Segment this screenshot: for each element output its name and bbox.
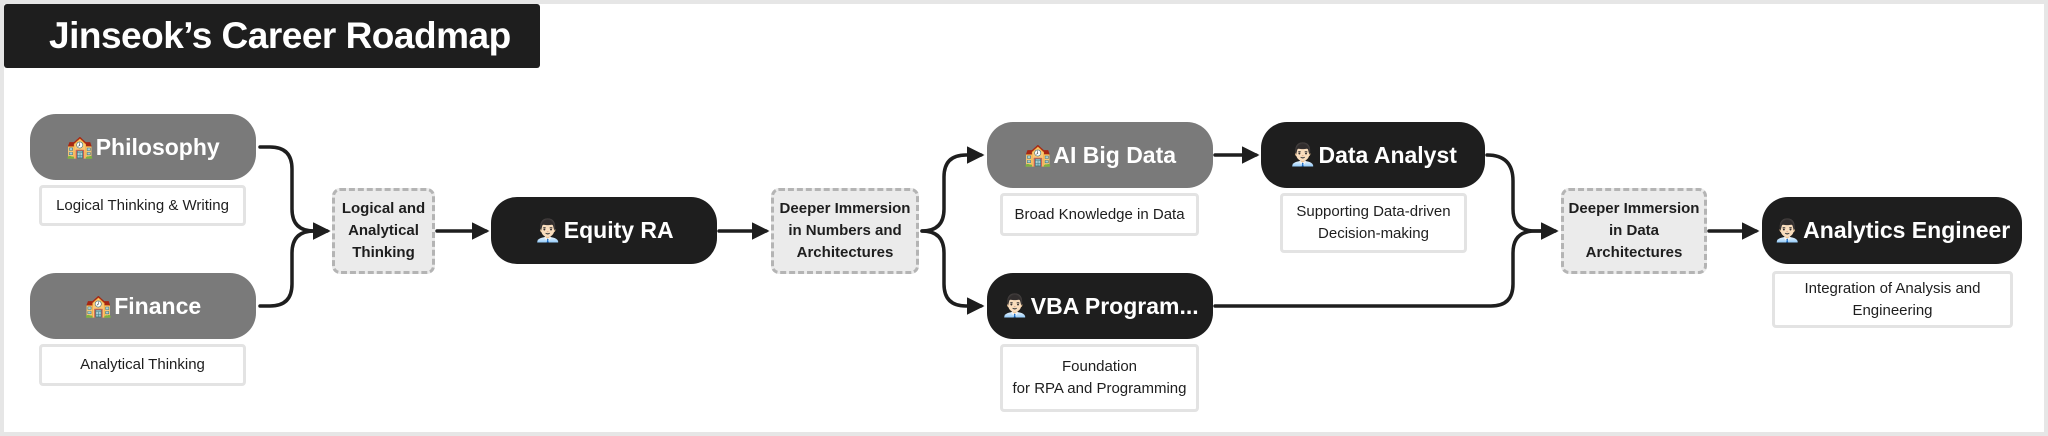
node-label: VBA Program...: [1030, 292, 1199, 319]
school-icon: 🏫: [84, 293, 113, 318]
node-label: Finance: [114, 292, 202, 319]
node-analytics-engineer[interactable]: 👨🏻‍💼 Analytics Engineer: [1762, 197, 2022, 264]
node-label: AI Big Data: [1053, 141, 1177, 168]
node-finance[interactable]: 🏫 Finance: [30, 273, 256, 339]
office-worker-icon: 👨🏻‍💼: [1773, 217, 1802, 243]
node-label: Data Analyst: [1318, 141, 1457, 168]
edge-philosophy-to-logical: [258, 145, 331, 240]
edge-vba-to-data-arch: [1213, 222, 1559, 308]
office-worker-icon: 👨🏻‍💼: [1001, 293, 1029, 318]
node-philosophy[interactable]: 🏫 Philosophy: [30, 114, 256, 180]
edge-numbers-to-vba: [920, 229, 985, 315]
node-ai-big-data[interactable]: 🏫 AI Big Data: [987, 122, 1213, 188]
node-vba-programmer[interactable]: 👨🏻‍💼 VBA Program...: [987, 273, 1213, 339]
node-label: Equity RA: [563, 217, 674, 243]
node-label: Philosophy: [95, 133, 220, 160]
note-vba: Foundation for RPA and Programming: [1000, 344, 1199, 412]
note-analytics-engineer: Integration of Analysis and Engineering: [1772, 271, 2013, 328]
school-icon: 🏫: [1023, 142, 1052, 167]
note-finance: Analytical Thinking: [39, 344, 246, 386]
note-data-analyst: Supporting Data-driven Decision-making: [1280, 193, 1467, 253]
edge-finance-to-logical: [258, 222, 331, 308]
office-worker-icon: 👨🏻‍💼: [534, 217, 562, 243]
note-ai-big-data: Broad Knowledge in Data: [1000, 193, 1199, 236]
node-equity-ra[interactable]: 👨🏻‍💼 Equity RA: [491, 197, 717, 264]
page-title: Jinseok’s Career Roadmap: [4, 4, 540, 68]
node-data-analyst[interactable]: 👨🏻‍💼 Data Analyst: [1261, 122, 1485, 188]
edge-numbers-to-ai-big-data: [920, 146, 985, 233]
node-label: Analytics Engineer: [1803, 217, 2011, 243]
junction-logical-analytical-thinking[interactable]: Logical and Analytical Thinking: [332, 188, 435, 274]
office-worker-icon: 👨🏻‍💼: [1289, 142, 1317, 167]
junction-numbers-architectures[interactable]: Deeper Immersion in Numbers and Architec…: [771, 188, 919, 274]
junction-data-architectures[interactable]: Deeper Immersion in Data Architectures: [1561, 188, 1707, 274]
note-philosophy: Logical Thinking & Writing: [39, 185, 246, 226]
edge-data-analyst-to-data-arch: [1485, 153, 1559, 240]
school-icon: 🏫: [66, 134, 94, 159]
